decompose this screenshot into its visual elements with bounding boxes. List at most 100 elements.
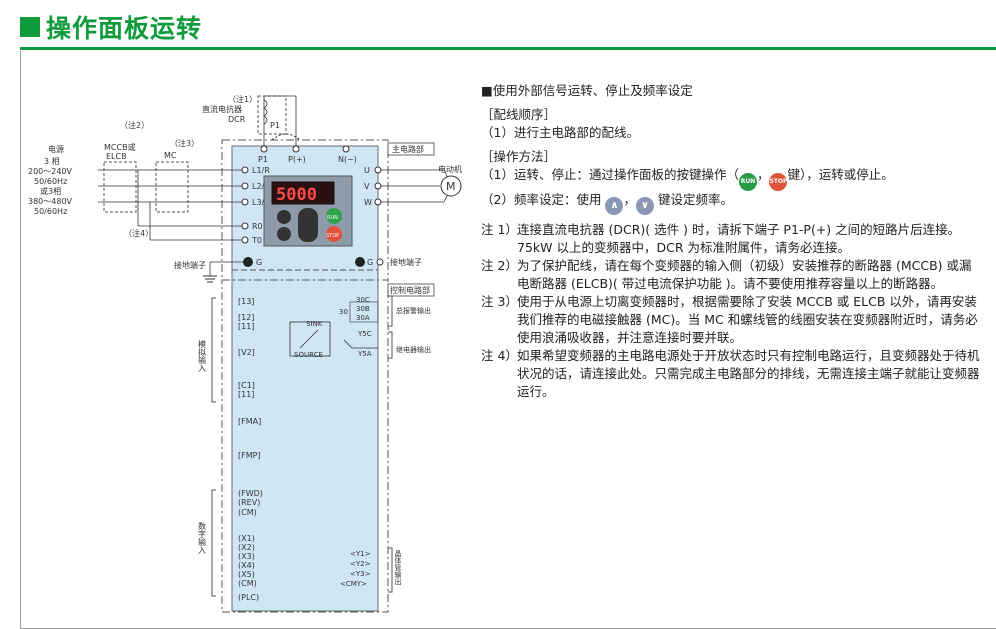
label-l2: L2/S xyxy=(252,182,269,191)
note-2-label: 注 2） xyxy=(481,258,518,273)
note3-label: （注3） xyxy=(170,138,199,148)
digital-bracket xyxy=(211,489,216,597)
relay-y5c: Y5C xyxy=(357,330,372,338)
ctrl-x4: (X4) xyxy=(238,561,255,570)
short-bar-icon xyxy=(271,133,301,141)
label-g-left: G xyxy=(256,258,262,267)
terminal-l2 xyxy=(241,182,249,190)
instructions-panel: ■使用外部信号运转、停止及频率设定 ［配线顺序］ （1）进行主电路部的配线。 ［… xyxy=(481,82,981,401)
ctrl-plc: (PLC) xyxy=(238,593,259,602)
out-y2: <Y2> xyxy=(350,560,371,568)
ctrl-c1: [C1] xyxy=(238,381,255,390)
control-circuit-label: 控制电路部 xyxy=(390,285,430,295)
out-y3: <Y3> xyxy=(350,570,371,578)
mc-box xyxy=(155,161,189,213)
voltage-1: 200～240V xyxy=(28,167,73,176)
label-t0: T0 xyxy=(251,236,262,245)
power-label: 电源 xyxy=(48,144,64,154)
updown-keys xyxy=(298,208,318,242)
label-r0: R0 xyxy=(252,222,263,231)
up-key-icon: ∧ xyxy=(605,197,624,215)
title-bar: 操作面板运转 xyxy=(0,0,996,52)
page-title: 操作面板运转 xyxy=(46,14,203,43)
terminal-n xyxy=(342,145,350,153)
note-1-label: 注 1） xyxy=(481,222,518,237)
note-4-label: 注 4） xyxy=(481,348,518,363)
freq-1: 50/60Hz xyxy=(34,177,67,186)
title-square-icon xyxy=(20,17,40,37)
label-p: P(+) xyxy=(288,155,306,164)
power-lines xyxy=(98,169,245,241)
note1-label: （注1） xyxy=(228,94,257,104)
motor-icon xyxy=(440,175,462,197)
ground-left-label: 接地端子 xyxy=(174,260,206,270)
out-y1: <Y1> xyxy=(350,550,371,558)
wiring-step-1: （1）进行主电路部的配线。 xyxy=(481,125,639,140)
ground-right-label: 接地端子 xyxy=(390,257,422,267)
terminal-p1 xyxy=(260,145,268,153)
note-4-text: 如果希望变频器的主电路电源处于开放状态时只有控制电路运行，且变频器处于待机状况的… xyxy=(517,348,980,399)
terminal-r0 xyxy=(241,222,249,230)
ctrl-11a: [11] xyxy=(238,322,254,331)
stop-button xyxy=(326,226,342,242)
method-2-text-c: 键设定频率。 xyxy=(657,192,733,207)
p1-short-label: P1 xyxy=(270,121,280,130)
note-3-text: 使用于从电源上切离变频器时，根据需要除了安装 MCCB 或 ELCB 以外，请再… xyxy=(517,294,978,345)
main-circuit-label: 主电路部 xyxy=(392,144,424,154)
transistor-out-label: 晶体管输出 xyxy=(394,550,402,586)
label-p1: P1 xyxy=(258,155,268,164)
ctrl-cm2: (CM) xyxy=(238,579,257,588)
label-v: V xyxy=(364,182,370,191)
ctrl-fma: [FMA] xyxy=(238,417,261,426)
relay-y5a: Y5A xyxy=(357,350,372,358)
label-u: U xyxy=(364,166,370,175)
main-circuit-label-box xyxy=(387,142,435,156)
phase-label: 3 相 xyxy=(44,156,60,166)
run-key-icon: RUN xyxy=(738,173,757,191)
ctrl-v2: [V2] xyxy=(238,348,255,357)
note4-label: （注4） xyxy=(124,228,153,238)
terminal-p xyxy=(292,145,300,153)
mc-label: MC xyxy=(164,151,177,160)
method-head: ［操作方法］ xyxy=(481,149,557,164)
panel-heading: ■使用外部信号运转、停止及频率设定 xyxy=(481,83,693,98)
relay-out-label: 继电器输出 xyxy=(396,345,431,354)
dcr-coil-icon xyxy=(263,99,268,125)
stop-key-icon: STOP xyxy=(769,173,788,191)
ctrl-x1: (X1) xyxy=(238,534,255,543)
method-1-text-a: （1）运转、停止：通过操作面板的按键操作（ xyxy=(481,167,739,182)
terminal-l1 xyxy=(241,166,249,174)
terminal-v xyxy=(374,182,382,190)
ctrl-x2: (X2) xyxy=(238,543,255,552)
out-cmy: <CMY> xyxy=(340,580,367,588)
terminal-t0 xyxy=(241,236,249,244)
ctrl-13: [13] xyxy=(238,297,254,306)
note2-label: （注2） xyxy=(120,120,149,130)
terminal-w xyxy=(374,198,382,206)
ground-left-icon xyxy=(243,257,253,267)
control-circuit-boundary xyxy=(221,279,389,613)
mccb-label: MCCB或 xyxy=(104,142,136,152)
label-l3: L3/T xyxy=(252,198,269,207)
method-2-sep: ， xyxy=(623,192,636,207)
source-label: SOURCE xyxy=(294,351,323,359)
stop-text: STOP xyxy=(326,233,339,239)
or-label: 或3相 xyxy=(40,186,61,196)
analog-bracket xyxy=(211,297,216,403)
run-button xyxy=(326,208,342,224)
ctrl-x5: (X5) xyxy=(238,570,255,579)
note-1: 注 1）连接直流电抗器 (DCR)( 选件 ) 时，请拆下端子 P1-P(+) … xyxy=(481,221,981,257)
note-4: 注 4）如果希望变频器的主电路电源处于开放状态时只有控制电路运行，且变频器处于待… xyxy=(481,347,981,401)
method-1-text-c: 键），运转或停止。 xyxy=(787,167,894,182)
note-2: 注 2）为了保护配线，请在每个变频器的输入侧（初级）安装推荐的断路器 (MCCB… xyxy=(481,257,981,293)
note-2-text: 为了保护配线，请在每个变频器的输入侧（初级）安装推荐的断路器 (MCCB) 或漏… xyxy=(517,258,972,291)
label-n: N(−) xyxy=(338,155,357,164)
mccb-box xyxy=(103,161,137,213)
relay-30b: 30B xyxy=(356,305,370,313)
led-value: 5000 xyxy=(276,185,317,205)
panel-button-2 xyxy=(277,227,291,241)
method-1-sep: ， xyxy=(756,167,770,182)
run-text: RUN xyxy=(327,215,338,221)
note-3-label: 注 3） xyxy=(481,294,518,309)
